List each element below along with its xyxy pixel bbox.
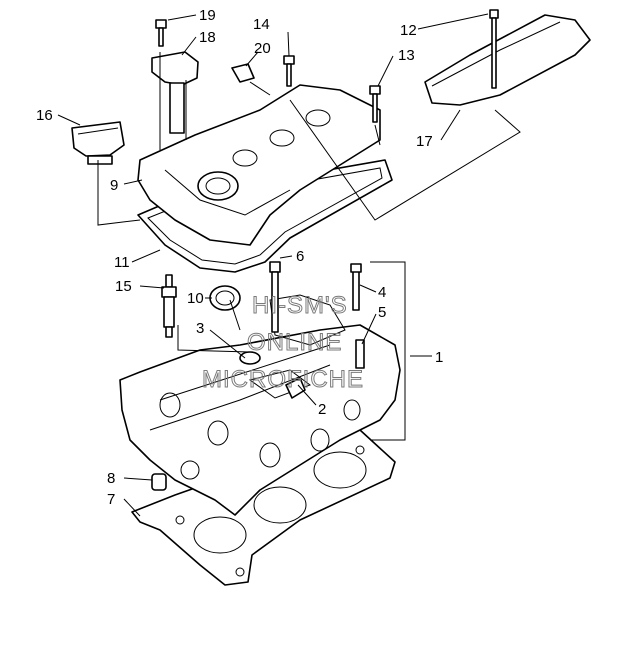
cylinder-head bbox=[119, 294, 401, 516]
assembly-lines bbox=[97, 52, 521, 441]
coil-bolt bbox=[155, 19, 167, 47]
cover-bolt-13 bbox=[369, 85, 381, 123]
callout-16: 16 bbox=[36, 107, 53, 124]
seal-ring bbox=[209, 285, 241, 311]
cover-bolt-14 bbox=[283, 55, 295, 87]
engine-top-cover bbox=[424, 14, 591, 106]
pin bbox=[285, 377, 306, 399]
callout-10: 10 bbox=[187, 290, 204, 307]
valve-cover bbox=[137, 84, 381, 246]
clamp bbox=[231, 63, 271, 96]
callout-leaders bbox=[57, 13, 489, 517]
callout-19: 19 bbox=[199, 7, 216, 24]
callout-17: 17 bbox=[416, 133, 433, 150]
watermark-line-3: MICROFICHE bbox=[202, 366, 364, 393]
head-bolts bbox=[350, 263, 365, 369]
callout-18: 18 bbox=[199, 29, 216, 46]
callout-11: 11 bbox=[114, 254, 130, 271]
callout-8: 8 bbox=[107, 470, 115, 487]
callout-20: 20 bbox=[254, 40, 271, 57]
callout-15: 15 bbox=[115, 278, 132, 295]
callout-2: 2 bbox=[318, 401, 326, 418]
callout-3: 3 bbox=[196, 320, 204, 337]
spark-plug bbox=[161, 274, 177, 338]
callout-14: 14 bbox=[253, 16, 270, 33]
oil-filler-cap bbox=[71, 121, 125, 165]
watermark-line-2: ONLINE bbox=[247, 329, 342, 356]
callout-13: 13 bbox=[398, 47, 415, 64]
dowel-pin bbox=[151, 473, 167, 491]
callout-6: 6 bbox=[296, 248, 304, 265]
callout-9: 9 bbox=[110, 177, 118, 194]
callout-7: 7 bbox=[107, 491, 115, 508]
ignition-coil bbox=[151, 51, 199, 134]
callouts: 1 2 3 4 5 6 7 8 9 10 11 12 13 14 15 16 1… bbox=[36, 7, 443, 508]
long-bolt bbox=[269, 261, 281, 333]
callout-5: 5 bbox=[378, 304, 386, 321]
watermark-line-1: HI-SM'S bbox=[252, 292, 348, 319]
cover-screw-12 bbox=[489, 9, 499, 89]
callout-12: 12 bbox=[400, 22, 417, 39]
watermark: HI-SM'S ONLINE MICROFICHE bbox=[202, 292, 364, 394]
callout-1: 1 bbox=[435, 349, 443, 366]
callout-4: 4 bbox=[378, 284, 386, 301]
